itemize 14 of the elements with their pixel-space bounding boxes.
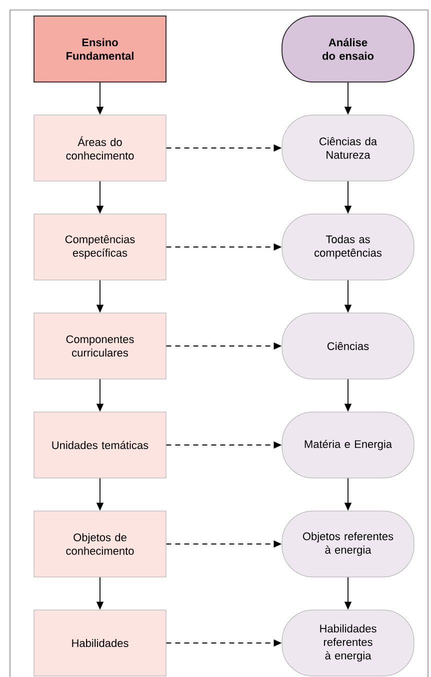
process-box: Ensino Fundamental xyxy=(34,16,166,82)
terminal-box: Análise do ensaio xyxy=(282,16,414,82)
terminal-box: Matéria e Energia xyxy=(282,412,414,478)
terminal-box: Habilidades referentes à energia xyxy=(282,610,414,676)
process-box: Objetos de conhecimento xyxy=(34,510,166,578)
process-box: Áreas do conhecimento xyxy=(34,114,166,182)
process-box: Unidades temáticas xyxy=(34,412,166,478)
terminal-box: Ciências da Natureza xyxy=(282,114,414,182)
process-box: Competências específicas xyxy=(34,214,166,280)
terminal-box: Ciências xyxy=(282,312,414,380)
terminal-box: Todas as competências xyxy=(282,214,414,280)
terminal-box: Objetos referentes à energia xyxy=(282,510,414,578)
process-box: Habilidades xyxy=(34,610,166,676)
process-box: Componentes curriculares xyxy=(34,312,166,380)
